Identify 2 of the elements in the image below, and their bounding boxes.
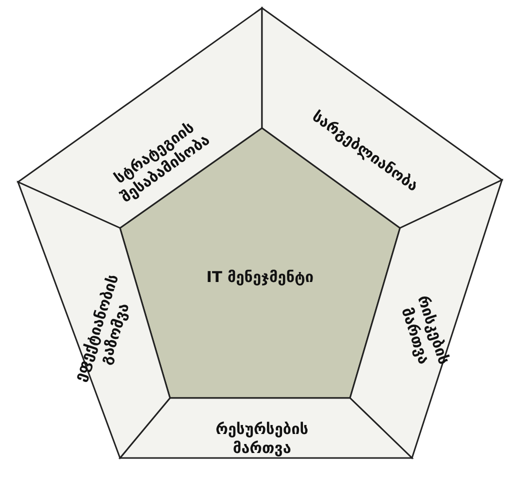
segment-label: რესურსების მართვა xyxy=(214,420,310,458)
center-label: IT მენეჯმენტი xyxy=(205,268,315,287)
